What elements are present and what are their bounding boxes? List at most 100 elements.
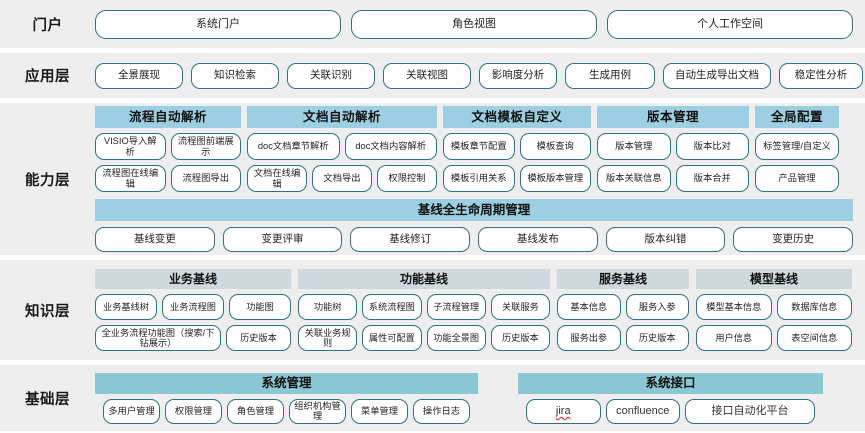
cap-button-doc-online-edit[interactable]: 文档在线编辑 [247,165,307,192]
group-row: 产品管理 [755,165,839,192]
know-button-subprocess-mgmt[interactable]: 子流程管理 [426,294,486,320]
know-button-related-business-rule[interactable]: 关联业务规则 [298,325,358,351]
know-button-history-version-service[interactable]: 历史版本 [625,325,689,351]
base-button-operation-log[interactable]: 操作日志 [413,398,470,424]
cap-button-flow-online-edit[interactable]: 流程图在线编辑 [95,165,166,192]
group-header-service-baseline: 服务基线 [557,269,689,289]
foundation-groups: 系统管理 多用户管理 权限管理 角色管理 组织机构管理 菜单管理 操作日志 系统… [95,372,853,424]
know-button-tablespace-info[interactable]: 表空间信息 [776,325,852,351]
group-row: 关联业务规则 属性可配置 功能全景图 历史版本 [298,325,550,351]
group-header-system-interface: 系统接口 [518,372,823,394]
group-row: 文档在线编辑 文档导出 权限控制 [247,165,437,192]
know-button-service-input-param[interactable]: 服务入参 [625,294,689,320]
app-button-panorama[interactable]: 全景展现 [95,62,183,89]
portal-button-role-view[interactable]: 角色视图 [351,9,597,39]
baseline-lifecycle-header: 基线全生命周期管理 [95,199,853,221]
layer-capability: 能力层 流程自动解析 VISIO导入解析 流程图前端展示 流程图在线编辑 流程图… [0,103,865,255]
group-row: 流程图在线编辑 流程图导出 [95,165,241,192]
know-button-attribute-configurable[interactable]: 属性可配置 [362,325,422,351]
cap-button-template-query[interactable]: 模板查询 [519,133,591,160]
app-button-knowledge-search[interactable]: 知识检索 [191,62,279,89]
base-button-interface-automation-platform[interactable]: 接口自动化平台 [685,398,815,424]
cap-button-template-version-mgmt[interactable]: 模板版本管理 [519,165,591,192]
baseline-button-version-correction[interactable]: 版本纠错 [605,227,726,252]
know-button-user-info[interactable]: 用户信息 [696,325,772,351]
layer-body-capability: 流程自动解析 VISIO导入解析 流程图前端展示 流程图在线编辑 流程图导出 文… [95,100,865,258]
app-button-relation-identify[interactable]: 关联识别 [287,62,375,89]
group-row: 版本管理 版本比对 [597,133,749,160]
app-button-auto-export-doc[interactable]: 自动生成导出文档 [663,62,771,89]
group-row: VISIO导入解析 流程图前端展示 [95,133,241,160]
cap-button-flow-export[interactable]: 流程图导出 [170,165,241,192]
cap-button-doc-export[interactable]: 文档导出 [312,165,372,192]
app-button-relation-view[interactable]: 关联视图 [383,62,471,89]
cap-button-product-management[interactable]: 产品管理 [755,165,839,192]
cap-button-version-compare[interactable]: 版本比对 [675,133,749,160]
app-button-generate-case[interactable]: 生成用例 [565,62,655,89]
app-button-stability-analysis[interactable]: 稳定性分析 [779,62,863,89]
know-button-history-version-business[interactable]: 历史版本 [226,325,291,351]
base-button-jira[interactable]: jira [526,398,601,424]
baseline-button-change-history[interactable]: 变更历史 [733,227,854,252]
base-button-permission-mgmt[interactable]: 权限管理 [165,398,222,424]
portal-button-personal-workspace[interactable]: 个人工作空间 [607,9,853,39]
group-row: 模型基本信息 数据库信息 [696,294,852,320]
base-button-multi-user-mgmt[interactable]: 多用户管理 [103,398,160,424]
know-button-model-basic-info[interactable]: 模型基本信息 [696,294,772,320]
group-row: 功能树 系统流程图 子流程管理 关联服务 [298,294,550,320]
know-button-function-diagram[interactable]: 功能图 [229,294,291,320]
know-button-database-info[interactable]: 数据库信息 [776,294,852,320]
knowledge-group-model-baseline: 模型基线 模型基本信息 数据库信息 用户信息 表空间信息 [696,269,852,351]
group-header-version-mgmt: 版本管理 [597,106,749,128]
baseline-button-revise[interactable]: 基线修订 [350,227,471,252]
capability-group-global-config: 全局配置 标签管理/自定义 产品管理 [755,106,839,192]
cap-button-doc-content-parse[interactable]: doc文档内容解析 [344,133,437,160]
know-button-business-flowchart[interactable]: 业务流程图 [162,294,224,320]
know-button-related-service[interactable]: 关联服务 [490,294,550,320]
cap-button-template-chapter-config[interactable]: 模板章节配置 [443,133,515,160]
layer-body-foundation: 系统管理 多用户管理 权限管理 角色管理 组织机构管理 菜单管理 操作日志 系统… [95,367,865,430]
group-row: 多用户管理 权限管理 角色管理 组织机构管理 菜单管理 操作日志 [95,398,478,424]
know-button-service-output-param[interactable]: 服务出参 [557,325,621,351]
group-row: 版本关联信息 版本合并 [597,165,749,192]
layer-foundation: 基础层 系统管理 多用户管理 权限管理 角色管理 组织机构管理 菜单管理 操作日… [0,365,865,431]
cap-button-tag-management[interactable]: 标签管理/自定义 [755,133,839,160]
baseline-button-change[interactable]: 基线变更 [95,227,215,252]
baseline-button-release[interactable]: 基线发布 [478,227,598,252]
know-button-function-panorama[interactable]: 功能全景图 [426,325,486,351]
knowledge-group-service-baseline: 服务基线 基本信息 服务入参 服务出参 历史版本 [557,269,689,351]
layer-body-knowledge: 业务基线 业务基线树 业务流程图 功能图 全业务流程功能图（搜索/下钻展示） 历… [95,263,865,357]
group-row: 模板引用关系 模板版本管理 [443,165,591,192]
baseline-button-change-review[interactable]: 变更评审 [222,227,343,252]
base-button-confluence[interactable]: confluence [605,398,680,424]
cap-button-permission-control[interactable]: 权限控制 [377,165,437,192]
base-button-org-structure-mgmt[interactable]: 组织机构管理 [289,398,346,424]
cap-button-flow-frontend-display[interactable]: 流程图前端展示 [170,133,241,160]
know-button-service-basic-info[interactable]: 基本信息 [557,294,621,320]
layer-body-portal: 系统门户 角色视图 个人工作空间 [95,4,865,45]
foundation-group-system-management: 系统管理 多用户管理 权限管理 角色管理 组织机构管理 菜单管理 操作日志 [95,372,478,424]
cap-button-template-reference[interactable]: 模板引用关系 [443,165,515,192]
cap-button-doc-chapter-parse[interactable]: doc文档章节解析 [247,133,340,160]
portal-button-system[interactable]: 系统门户 [95,9,341,39]
cap-button-version-merge[interactable]: 版本合并 [675,165,749,192]
knowledge-groups: 业务基线 业务基线树 业务流程图 功能图 全业务流程功能图（搜索/下钻展示） 历… [95,269,853,351]
group-header-model-baseline: 模型基线 [696,269,852,289]
app-button-impact-analysis[interactable]: 影响度分析 [479,62,557,89]
cap-button-visio-import[interactable]: VISIO导入解析 [95,133,166,160]
layer-label-portal: 门户 [32,17,63,34]
group-row: 标签管理/自定义 [755,133,839,160]
cap-button-version-relation-info[interactable]: 版本关联信息 [597,165,671,192]
know-button-full-business-flow-function-diagram[interactable]: 全业务流程功能图（搜索/下钻展示） [95,325,221,351]
base-button-role-mgmt[interactable]: 角色管理 [227,398,284,424]
group-row: 模板章节配置 模板查询 [443,133,591,160]
group-header-doc-parse: 文档自动解析 [247,106,437,128]
know-button-history-version-function[interactable]: 历史版本 [490,325,550,351]
know-button-system-flowchart[interactable]: 系统流程图 [362,294,422,320]
group-header-process-parse: 流程自动解析 [95,106,241,128]
cap-button-version-manage[interactable]: 版本管理 [597,133,671,160]
capability-groups: 流程自动解析 VISIO导入解析 流程图前端展示 流程图在线编辑 流程图导出 文… [95,106,853,192]
know-button-function-tree[interactable]: 功能树 [298,294,358,320]
base-button-menu-mgmt[interactable]: 菜单管理 [351,398,408,424]
know-button-business-baseline-tree[interactable]: 业务基线树 [95,294,157,320]
